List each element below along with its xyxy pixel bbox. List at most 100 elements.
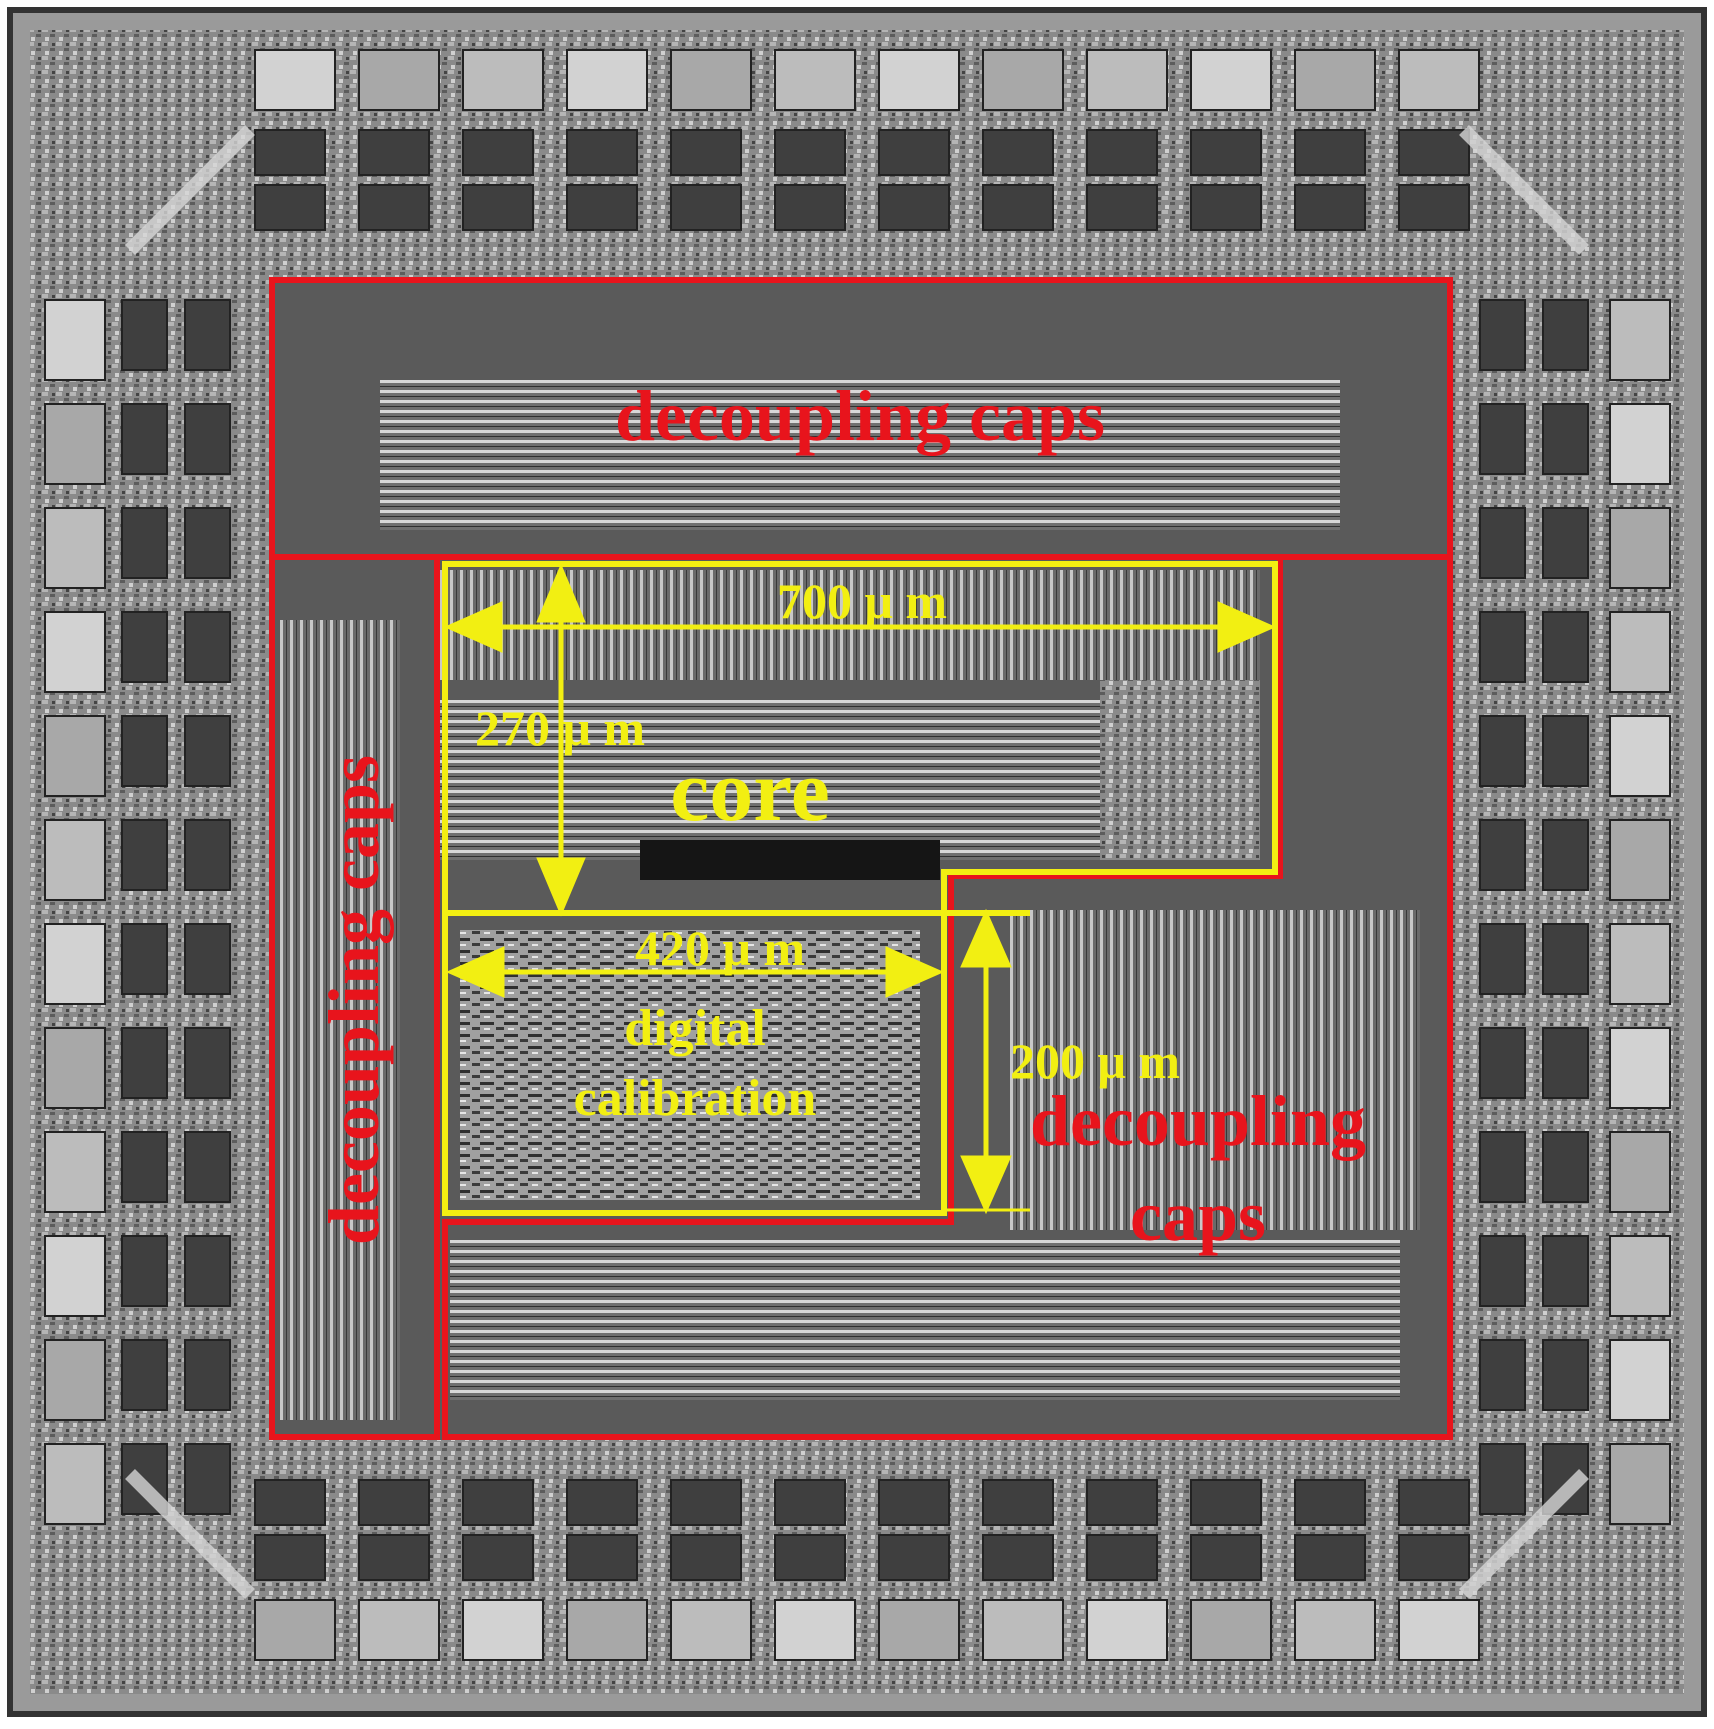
bond-pad xyxy=(44,403,106,485)
bond-pad xyxy=(1609,611,1671,693)
bond-pad xyxy=(184,299,231,371)
bond-pad xyxy=(121,1339,168,1411)
bond-pad xyxy=(1190,1599,1272,1661)
bond-pad xyxy=(44,1027,106,1109)
right-caps-label-line2: caps xyxy=(1130,1176,1266,1256)
dim-270-label: 270 μ m xyxy=(475,700,645,756)
bond-pad xyxy=(121,1027,168,1099)
bond-pad xyxy=(1609,507,1671,589)
bond-pad xyxy=(44,1339,106,1421)
bond-pad xyxy=(358,1599,440,1661)
bond-pad xyxy=(1609,923,1671,1005)
bond-pad xyxy=(1086,49,1168,111)
bond-pad xyxy=(358,1534,430,1581)
bond-pad xyxy=(1609,715,1671,797)
right-cap-array xyxy=(1010,910,1420,1230)
bond-pad xyxy=(121,403,168,475)
core-label: core xyxy=(670,743,830,840)
bond-pad xyxy=(44,819,106,901)
bond-pad xyxy=(462,1534,534,1581)
bond-pad xyxy=(1542,819,1589,891)
bond-pad xyxy=(670,1599,752,1661)
left-cap-array xyxy=(280,620,400,1420)
bond-pad xyxy=(982,1599,1064,1661)
left-caps-label: decoupling caps xyxy=(314,755,394,1245)
bond-pad xyxy=(1086,1534,1158,1581)
bond-pad xyxy=(670,129,742,176)
bond-pad xyxy=(878,1599,960,1661)
bond-pad xyxy=(1542,923,1589,995)
bond-pad xyxy=(44,715,106,797)
bond-pad xyxy=(1398,1479,1470,1526)
bond-pad xyxy=(670,49,752,111)
bond-pad xyxy=(121,923,168,995)
right-caps-box xyxy=(442,554,1453,1440)
bond-pad xyxy=(184,507,231,579)
dim-200-arrow-top xyxy=(960,908,1012,968)
bond-pad xyxy=(121,507,168,579)
digital-block xyxy=(460,930,920,1200)
bond-pad xyxy=(184,1027,231,1099)
bond-pad xyxy=(1398,1599,1480,1661)
bond-pad xyxy=(1294,1534,1366,1581)
core-mid-block xyxy=(440,700,1100,860)
bond-pad xyxy=(1542,1027,1589,1099)
bond-pad xyxy=(44,1131,106,1213)
bond-pad xyxy=(254,1534,326,1581)
bond-pad xyxy=(566,1534,638,1581)
bond-pad xyxy=(1542,403,1589,475)
bond-pad xyxy=(566,184,638,231)
bond-pad xyxy=(1542,507,1589,579)
bond-pad xyxy=(1479,1027,1526,1099)
bond-pad xyxy=(982,1479,1054,1526)
bond-pad xyxy=(1398,129,1470,176)
bond-pad xyxy=(462,1479,534,1526)
bond-pad xyxy=(184,923,231,995)
bond-pad xyxy=(670,1479,742,1526)
bottom-block xyxy=(450,1240,1400,1400)
bond-pad xyxy=(1398,184,1470,231)
digital-label-line1: digital xyxy=(624,1000,766,1057)
bond-pad xyxy=(44,923,106,1005)
bond-pad xyxy=(1294,1599,1376,1661)
bond-pad xyxy=(44,1235,106,1317)
bond-pad xyxy=(774,1599,856,1661)
bond-pad xyxy=(1086,1479,1158,1526)
dim-270-arrow-top xyxy=(536,563,586,623)
bond-pad xyxy=(1479,819,1526,891)
right-caps-label-line1: decoupling xyxy=(1030,1081,1366,1161)
bond-pad xyxy=(774,184,846,231)
bond-pad xyxy=(1479,1131,1526,1203)
bond-pad xyxy=(121,1131,168,1203)
dim-420-arrow-left xyxy=(445,946,505,998)
bond-pad xyxy=(1190,129,1262,176)
bond-pad xyxy=(1542,299,1589,371)
bond-pad xyxy=(566,1599,648,1661)
bond-pad xyxy=(774,49,856,111)
bond-pad xyxy=(184,611,231,683)
bond-pad xyxy=(184,1339,231,1411)
bond-pad xyxy=(1190,1534,1262,1581)
bond-pad xyxy=(1294,49,1376,111)
bond-pad xyxy=(184,1131,231,1203)
bond-pad xyxy=(878,1479,950,1526)
bond-pad xyxy=(462,1599,544,1661)
bond-pad xyxy=(1479,299,1526,371)
corner-structures xyxy=(125,125,1589,1599)
bond-pad xyxy=(1609,403,1671,485)
bond-pad xyxy=(1542,1131,1589,1203)
bond-pad xyxy=(44,611,106,693)
bond-pad xyxy=(358,49,440,111)
bond-pad xyxy=(670,1534,742,1581)
bond-pad xyxy=(1479,1339,1526,1411)
bond-pad xyxy=(566,1479,638,1526)
bond-pad xyxy=(982,129,1054,176)
bond-pad xyxy=(774,1479,846,1526)
bond-pad xyxy=(566,49,648,111)
bond-pad xyxy=(254,129,326,176)
bond-pad xyxy=(1294,129,1366,176)
bond-pad xyxy=(184,1443,231,1515)
bond-pad xyxy=(462,184,534,231)
bond-pad xyxy=(462,129,534,176)
bond-pad xyxy=(44,299,106,381)
